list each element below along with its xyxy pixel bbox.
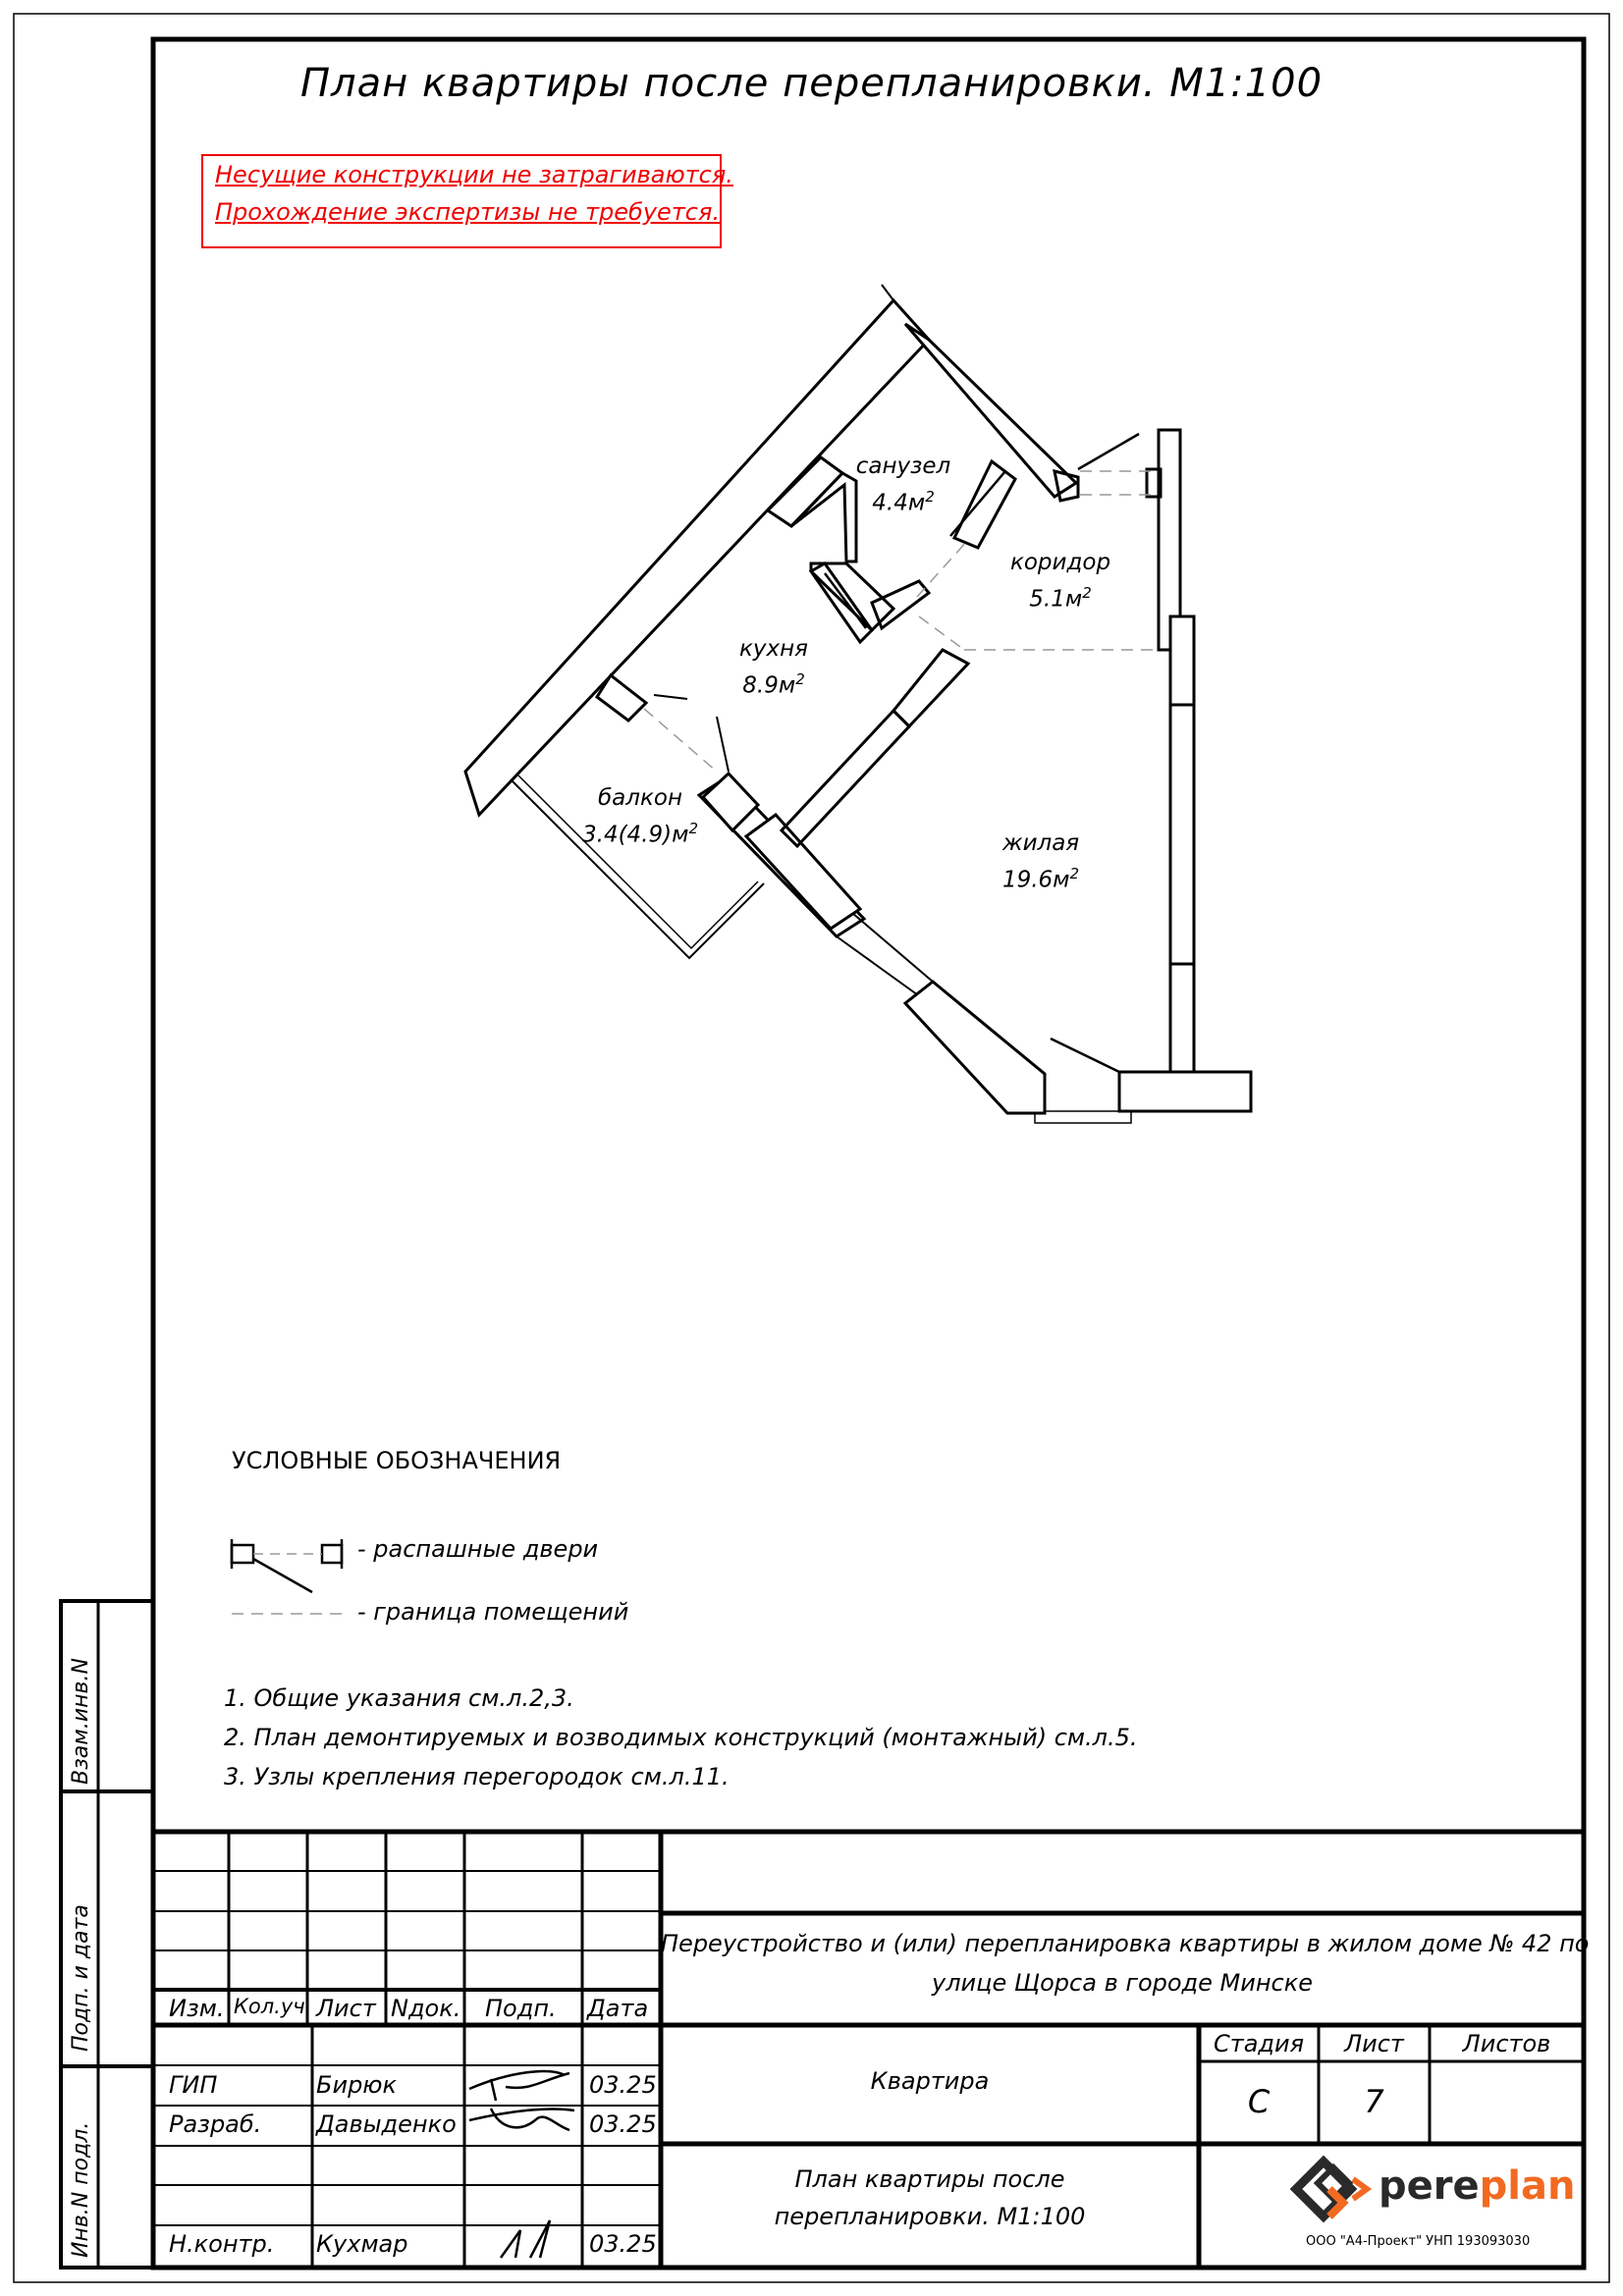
notice-line-2: Прохождение экспертизы не требуется.	[215, 198, 721, 226]
side-label-inv: Инв.N подл.	[69, 2121, 93, 2258]
note-3: 3. Узлы крепления перегородок см.л.11.	[224, 1763, 730, 1790]
legend-doors-text: - распашные двери	[357, 1535, 599, 1563]
note-2: 2. План демонтируемых и возводимых конст…	[224, 1724, 1138, 1751]
stamp-object: Квартира	[870, 2067, 990, 2095]
room-name: санузел	[855, 454, 951, 479]
room-name: балкон	[598, 785, 682, 811]
stamp-header-kol: Кол.уч.	[234, 1995, 312, 2018]
stamp-sheet-header: Лист	[1344, 2030, 1404, 2057]
outer-border	[13, 13, 1610, 2283]
stamp-sheet-value: 7	[1364, 2083, 1384, 2120]
room-label-corridor: коридор 5.1м2	[982, 548, 1139, 615]
stamp-role-nkontr: Н.контр.	[169, 2230, 275, 2258]
stamp-date-nkontr: 03.25	[589, 2230, 657, 2258]
room-label-bathroom: санузел 4.4м2	[825, 452, 982, 519]
stamp-stage-value: С	[1247, 2083, 1271, 2120]
stamp-drawing-line-2: перепланировки. М1:100	[774, 2203, 1086, 2230]
room-label-kitchen: кухня 8.9м2	[695, 634, 852, 702]
notice-line-1: Несущие конструкции не затрагиваются.	[215, 161, 733, 188]
pereplan-logo-text: pereplan	[1379, 2163, 1576, 2209]
room-area: 3.4(4.9)м	[582, 822, 689, 848]
stamp-sheets-header: Листов	[1462, 2030, 1551, 2057]
note-1: 1. Общие указания см.л.2,3.	[224, 1684, 574, 1712]
stamp-header-data: Дата	[587, 1995, 649, 2022]
room-name: кухня	[739, 636, 808, 662]
legend-heading: УСЛОВНЫЕ ОБОЗНАЧЕНИЯ	[232, 1447, 562, 1474]
stamp-project-line-1: Переустройство и (или) перепланировка кв…	[661, 1930, 1590, 1957]
stamp-role-razrab: Разраб.	[169, 2110, 262, 2138]
stamp-name-razrab: Давыденко	[316, 2110, 457, 2138]
stamp-header-izm: Изм.	[169, 1995, 225, 2022]
company-info: ООО "А4-Проект" УНП 193093030	[1306, 2234, 1531, 2249]
stamp-project-line-2: улице Щорса в городе Минске	[932, 1969, 1313, 1997]
room-area: 4.4м	[872, 490, 926, 516]
stamp-header-podp: Подп.	[485, 1995, 557, 2022]
room-name: жилая	[1001, 830, 1080, 856]
pereplan-logo-icon	[1289, 2155, 1373, 2223]
inner-frame	[150, 36, 1587, 2270]
legend-boundary-text: - граница помещений	[357, 1598, 629, 1626]
floor-plan	[463, 284, 1253, 1124]
stamp-header-list: Лист	[316, 1995, 376, 2022]
room-area: 8.9м	[742, 672, 796, 699]
room-area: 5.1м	[1029, 586, 1083, 613]
stamp-name-gip: Бирюк	[316, 2071, 397, 2099]
room-label-balcony: балкон 3.4(4.9)м2	[562, 783, 719, 851]
room-area: 19.6м	[1001, 867, 1070, 893]
room-name: коридор	[1009, 550, 1111, 575]
title-block	[153, 1829, 1584, 2268]
stamp-name-nkontr: Кухмар	[316, 2230, 408, 2258]
notice-box	[201, 154, 722, 248]
stamp-stage-header: Стадия	[1213, 2030, 1305, 2057]
stamp-date-razrab: 03.25	[589, 2110, 657, 2138]
stamp-header-ndok: Nдок.	[391, 1995, 461, 2022]
signature-marks	[468, 2069, 575, 2259]
sheet-title: План квартиры после перепланировки. М1:1…	[299, 61, 1324, 106]
room-boundaries	[643, 470, 1161, 773]
stamp-date-gip: 03.25	[589, 2071, 657, 2099]
side-label-podp: Подп. и дата	[69, 1904, 93, 2052]
stamp-drawing-line-1: План квартиры после	[794, 2165, 1065, 2193]
legend-door-symbol	[230, 1539, 344, 1594]
room-label-living: жилая 19.6м2	[962, 828, 1119, 896]
side-label-vzam: Взам.инв.N	[69, 1658, 93, 1785]
side-strip	[59, 1599, 155, 2269]
stamp-role-gip: ГИП	[169, 2071, 218, 2099]
